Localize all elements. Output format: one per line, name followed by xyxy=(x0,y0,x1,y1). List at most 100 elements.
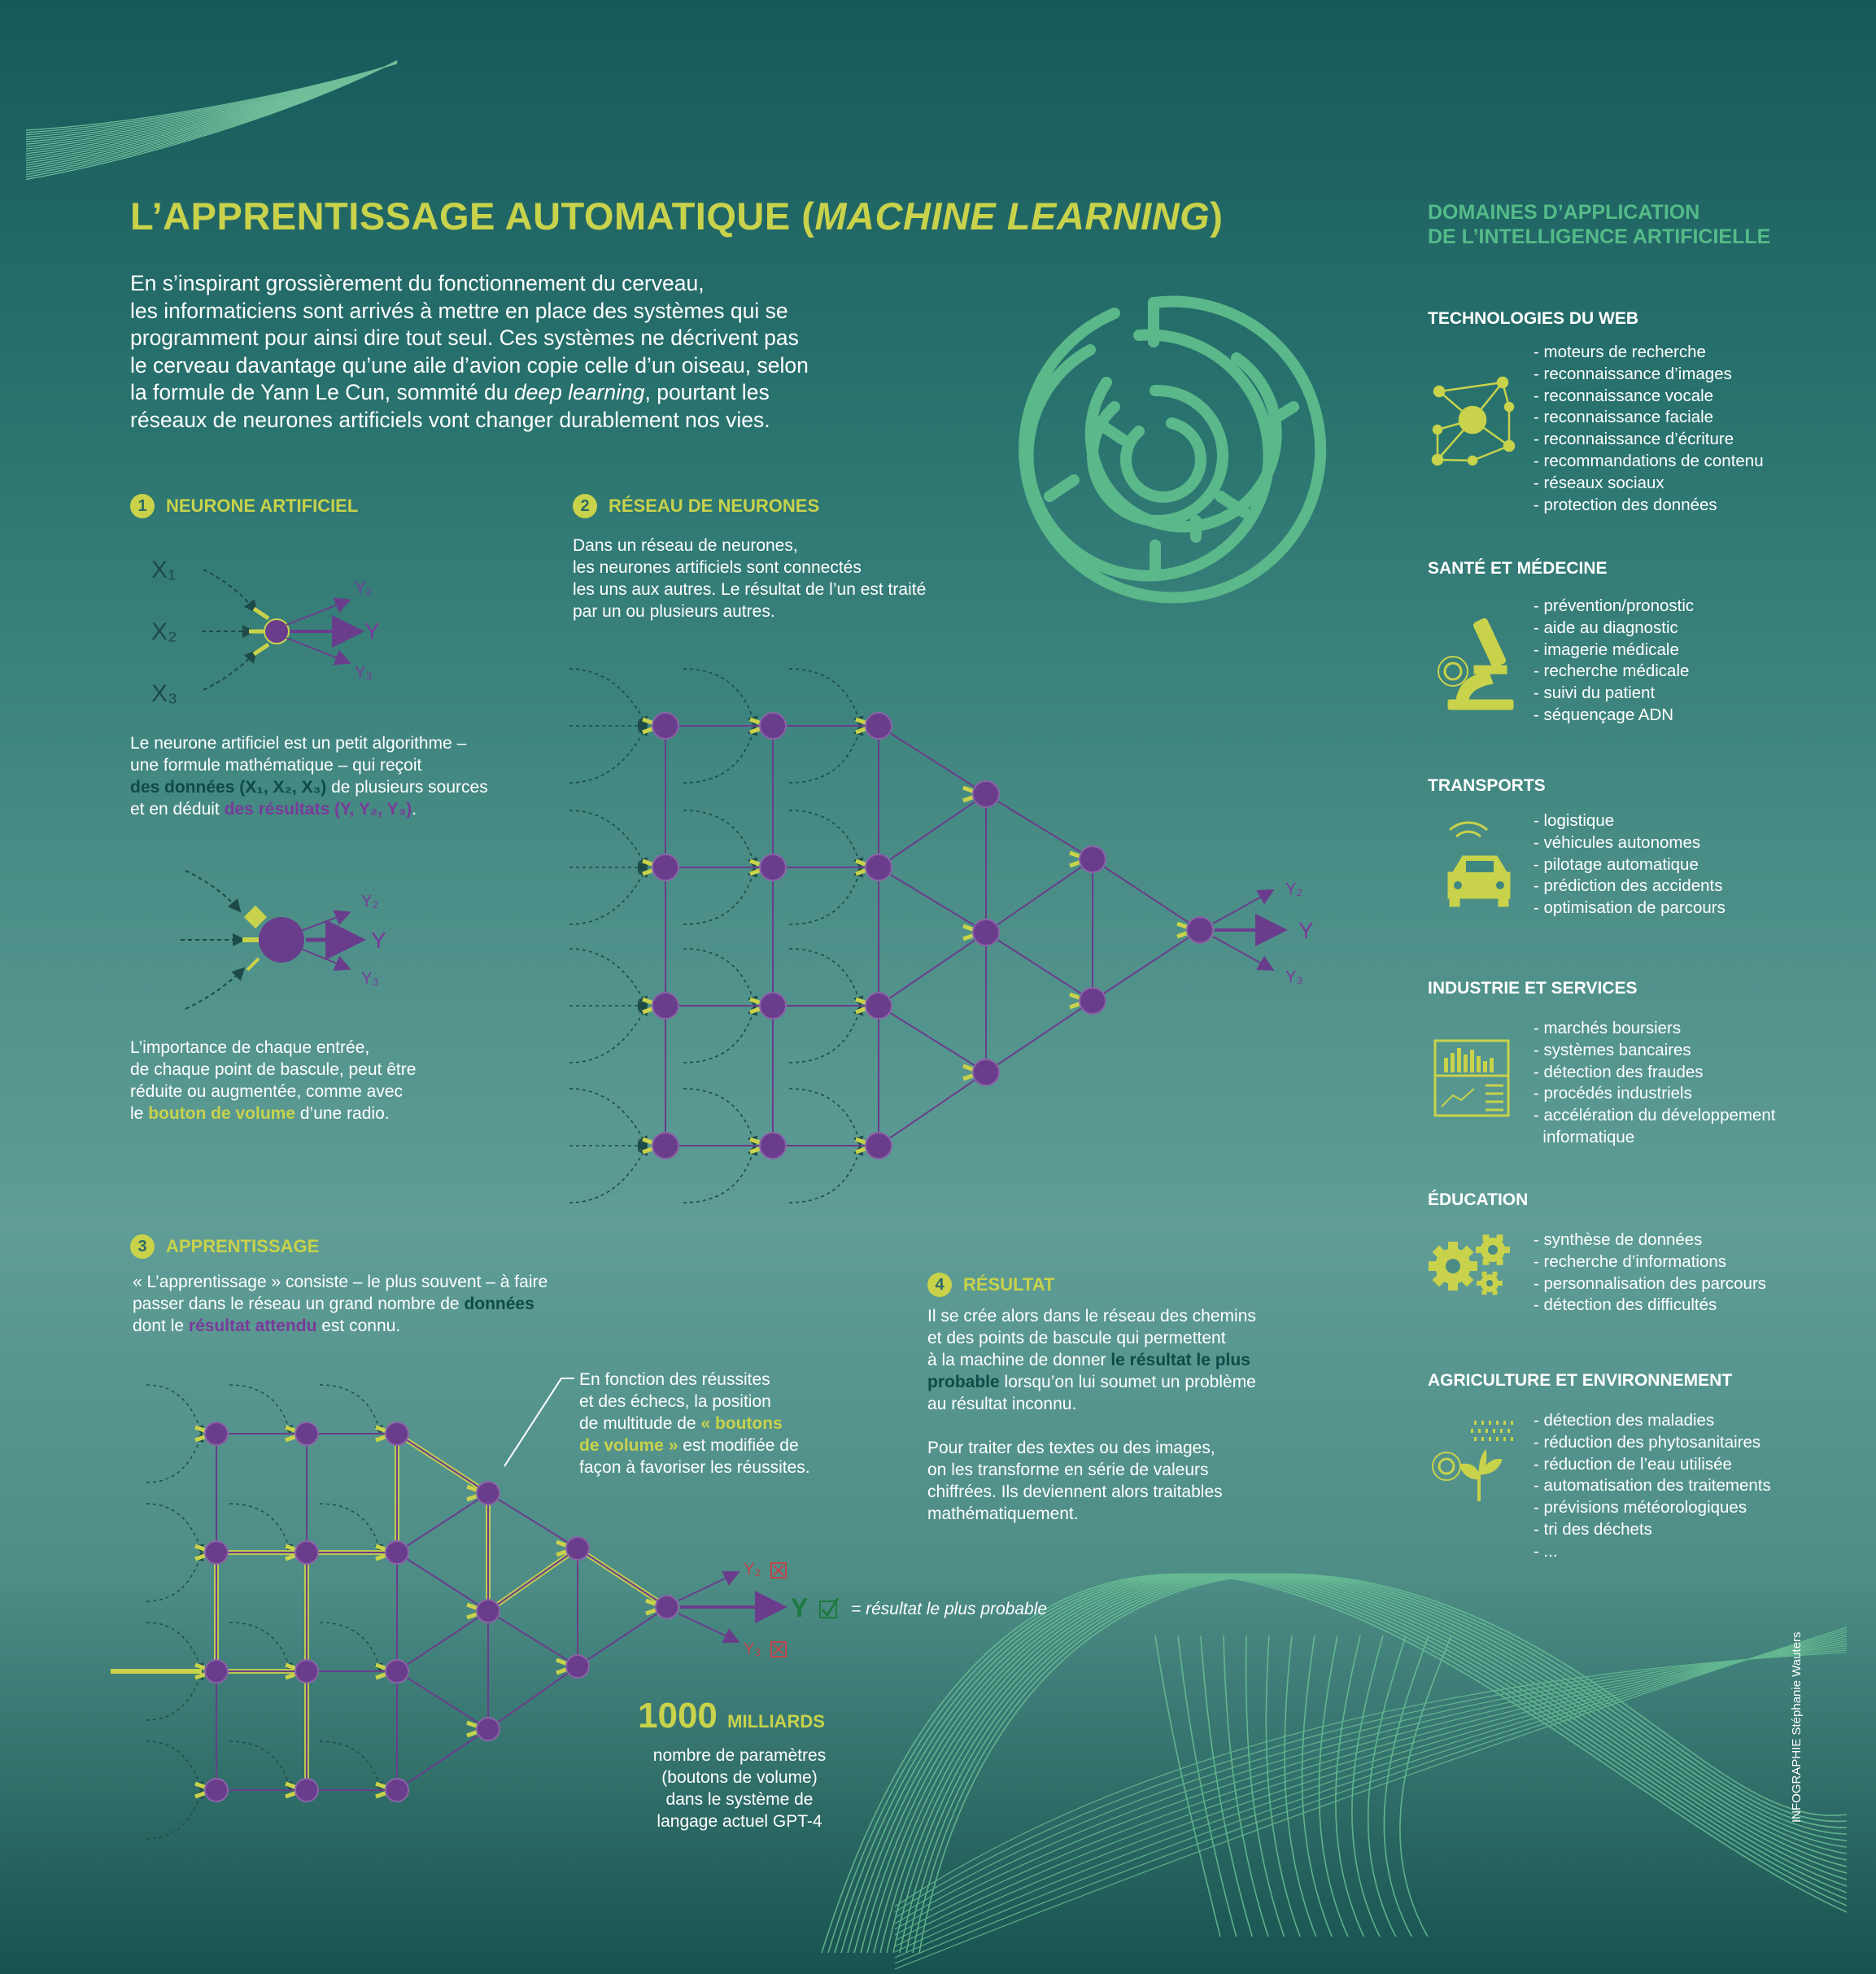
learn-label-y3: Y₃ xyxy=(744,1640,761,1658)
neuron-node xyxy=(385,1422,409,1446)
domain-web-list: - moteurs de recherche- reconnaissance d… xyxy=(1534,343,1764,514)
neuron-node xyxy=(865,992,892,1020)
section1-text: Le neurone artificiel est un petit algor… xyxy=(130,734,488,819)
neural-network-diagram xyxy=(569,668,1288,1203)
callout-line xyxy=(504,1378,574,1467)
label-x2: X₂ xyxy=(151,618,177,645)
intro-paragraph: En s’inspirant grossièrement du fonction… xyxy=(130,271,809,432)
neuron-node xyxy=(385,1659,409,1684)
domain-health-list: - prévention/pronostic- aide au diagnost… xyxy=(1534,596,1695,724)
domain-agriculture-title: AGRICULTURE ET ENVIRONNEMENT xyxy=(1428,1371,1733,1390)
section4-text: Il se crée alors dans le réseau des chem… xyxy=(927,1307,1256,1523)
microscope-icon xyxy=(1438,618,1514,710)
maze-illustration xyxy=(1019,295,1327,604)
neuron-node xyxy=(294,1778,319,1802)
section4-header: 4 RÉSULTAT xyxy=(927,1273,1054,1297)
neuron-volume-diagram xyxy=(181,870,366,1010)
learning-network-diagram xyxy=(111,1384,787,1840)
label-y: Y xyxy=(364,618,380,644)
decorative-mesh xyxy=(821,1573,1848,1970)
neuron-node xyxy=(385,1540,409,1565)
decorative-wave xyxy=(25,60,398,181)
domain-transport-title: TRANSPORTS xyxy=(1428,776,1546,795)
neuron-node xyxy=(865,712,892,740)
neuron-node xyxy=(565,1536,590,1561)
page-title: L’APPRENTISSAGE AUTOMATIQUE (MACHINE LEA… xyxy=(130,194,1224,238)
section1-header: 1 NEURONE ARTIFICIEL xyxy=(130,494,358,518)
section2-text: Dans un réseau de neurones, les neurones… xyxy=(573,536,927,621)
net-label-y: Y xyxy=(1298,918,1314,943)
label-y2: Y₂ xyxy=(355,579,373,597)
network-icon xyxy=(1431,376,1516,466)
section4-title: RÉSULTAT xyxy=(963,1274,1055,1295)
neuron-node xyxy=(972,919,1000,946)
label-y2-b: Y₂ xyxy=(361,893,379,911)
learn-label-y2: Y₂ xyxy=(744,1561,761,1579)
neuron-node xyxy=(476,1481,500,1505)
neuron-node xyxy=(759,992,787,1020)
section1-title: NEURONE ARTIFICIEL xyxy=(166,496,359,516)
neuron-node xyxy=(652,992,679,1020)
neuron-node xyxy=(652,712,679,740)
label-x3: X₃ xyxy=(151,680,178,707)
neuron-node xyxy=(655,1595,679,1619)
neuron-node xyxy=(865,1132,892,1160)
net-label-y2: Y₂ xyxy=(1285,880,1303,898)
dashboard-icon xyxy=(1433,1039,1510,1117)
label-y3-b: Y₃ xyxy=(361,970,379,988)
neuron-node xyxy=(204,1778,229,1802)
net-label-y3: Y₃ xyxy=(1285,968,1303,986)
domain-health-title: SANTÉ ET MÉDECINE xyxy=(1428,559,1608,578)
section4-number: 4 xyxy=(927,1273,952,1297)
neuron-node xyxy=(476,1599,500,1623)
neuron-node xyxy=(1079,987,1106,1015)
stat-value: 1000 MILLIARDS xyxy=(638,1696,825,1736)
neuron-node xyxy=(972,780,1000,808)
neuron-node xyxy=(294,1659,319,1684)
neuron-node xyxy=(294,1540,319,1565)
neuron-node xyxy=(652,1132,679,1160)
label-x1: X₁ xyxy=(151,557,177,583)
neuron-node xyxy=(759,712,787,740)
domain-industry-list: - marchés boursiers- systèmes bancaires … xyxy=(1534,1019,1776,1146)
result-note: = résultat le plus probable xyxy=(851,1600,1048,1618)
neuron-node xyxy=(972,1059,1000,1086)
section3-header: 3 APPRENTISSAGE xyxy=(130,1234,319,1259)
neuron-node xyxy=(476,1717,500,1741)
car-icon xyxy=(1447,821,1511,907)
callout-text: En fonction des réussites et des échecs,… xyxy=(579,1370,810,1477)
neuron-node-large xyxy=(259,917,304,963)
domain-industry-title: INDUSTRIE ET SERVICES xyxy=(1428,979,1638,998)
neuron-node xyxy=(204,1540,229,1565)
section1-volume-text: L’importance de chaque entrée, de chaque… xyxy=(130,1038,417,1123)
neuron-node xyxy=(759,1132,787,1160)
credit: INFOGRAPHIE Stéphanie Wauters xyxy=(1790,1631,1804,1823)
neuron-node xyxy=(652,854,679,881)
section3-text: « L’apprentissage » consiste – le plus s… xyxy=(133,1273,548,1335)
section3-number: 3 xyxy=(130,1234,155,1259)
section1-number: 1 xyxy=(130,494,155,518)
gears-icon xyxy=(1429,1234,1510,1295)
domains-title: DOMAINES D’APPLICATION DE L’INTELLIGENCE… xyxy=(1428,201,1771,248)
domain-agriculture-list: - détection des maladies- réduction des … xyxy=(1534,1411,1771,1561)
domain-transport-list: - logistique- véhicules autonomes - pilo… xyxy=(1534,811,1725,918)
plant-icon xyxy=(1432,1421,1513,1501)
section3-title: APPRENTISSAGE xyxy=(166,1236,320,1256)
domain-education-title: ÉDUCATION xyxy=(1428,1190,1529,1209)
single-neuron-diagram xyxy=(202,569,364,691)
neuron-node xyxy=(1186,916,1214,944)
neuron-node xyxy=(385,1778,409,1802)
neuron-node xyxy=(1079,845,1106,873)
section2-title: RÉSEAU DE NEURONES xyxy=(609,496,820,516)
label-y3: Y₃ xyxy=(355,664,373,682)
neuron-node xyxy=(759,854,787,881)
learn-label-y: Y xyxy=(791,1593,809,1622)
neuron-node xyxy=(204,1422,229,1446)
domain-web-title: TECHNOLOGIES DU WEB xyxy=(1428,309,1639,328)
domain-education-list: - synthèse de données- recherche d’infor… xyxy=(1534,1230,1767,1315)
label-y-b: Y xyxy=(371,928,386,953)
neuron-node xyxy=(865,854,892,881)
neuron-node xyxy=(264,618,290,644)
